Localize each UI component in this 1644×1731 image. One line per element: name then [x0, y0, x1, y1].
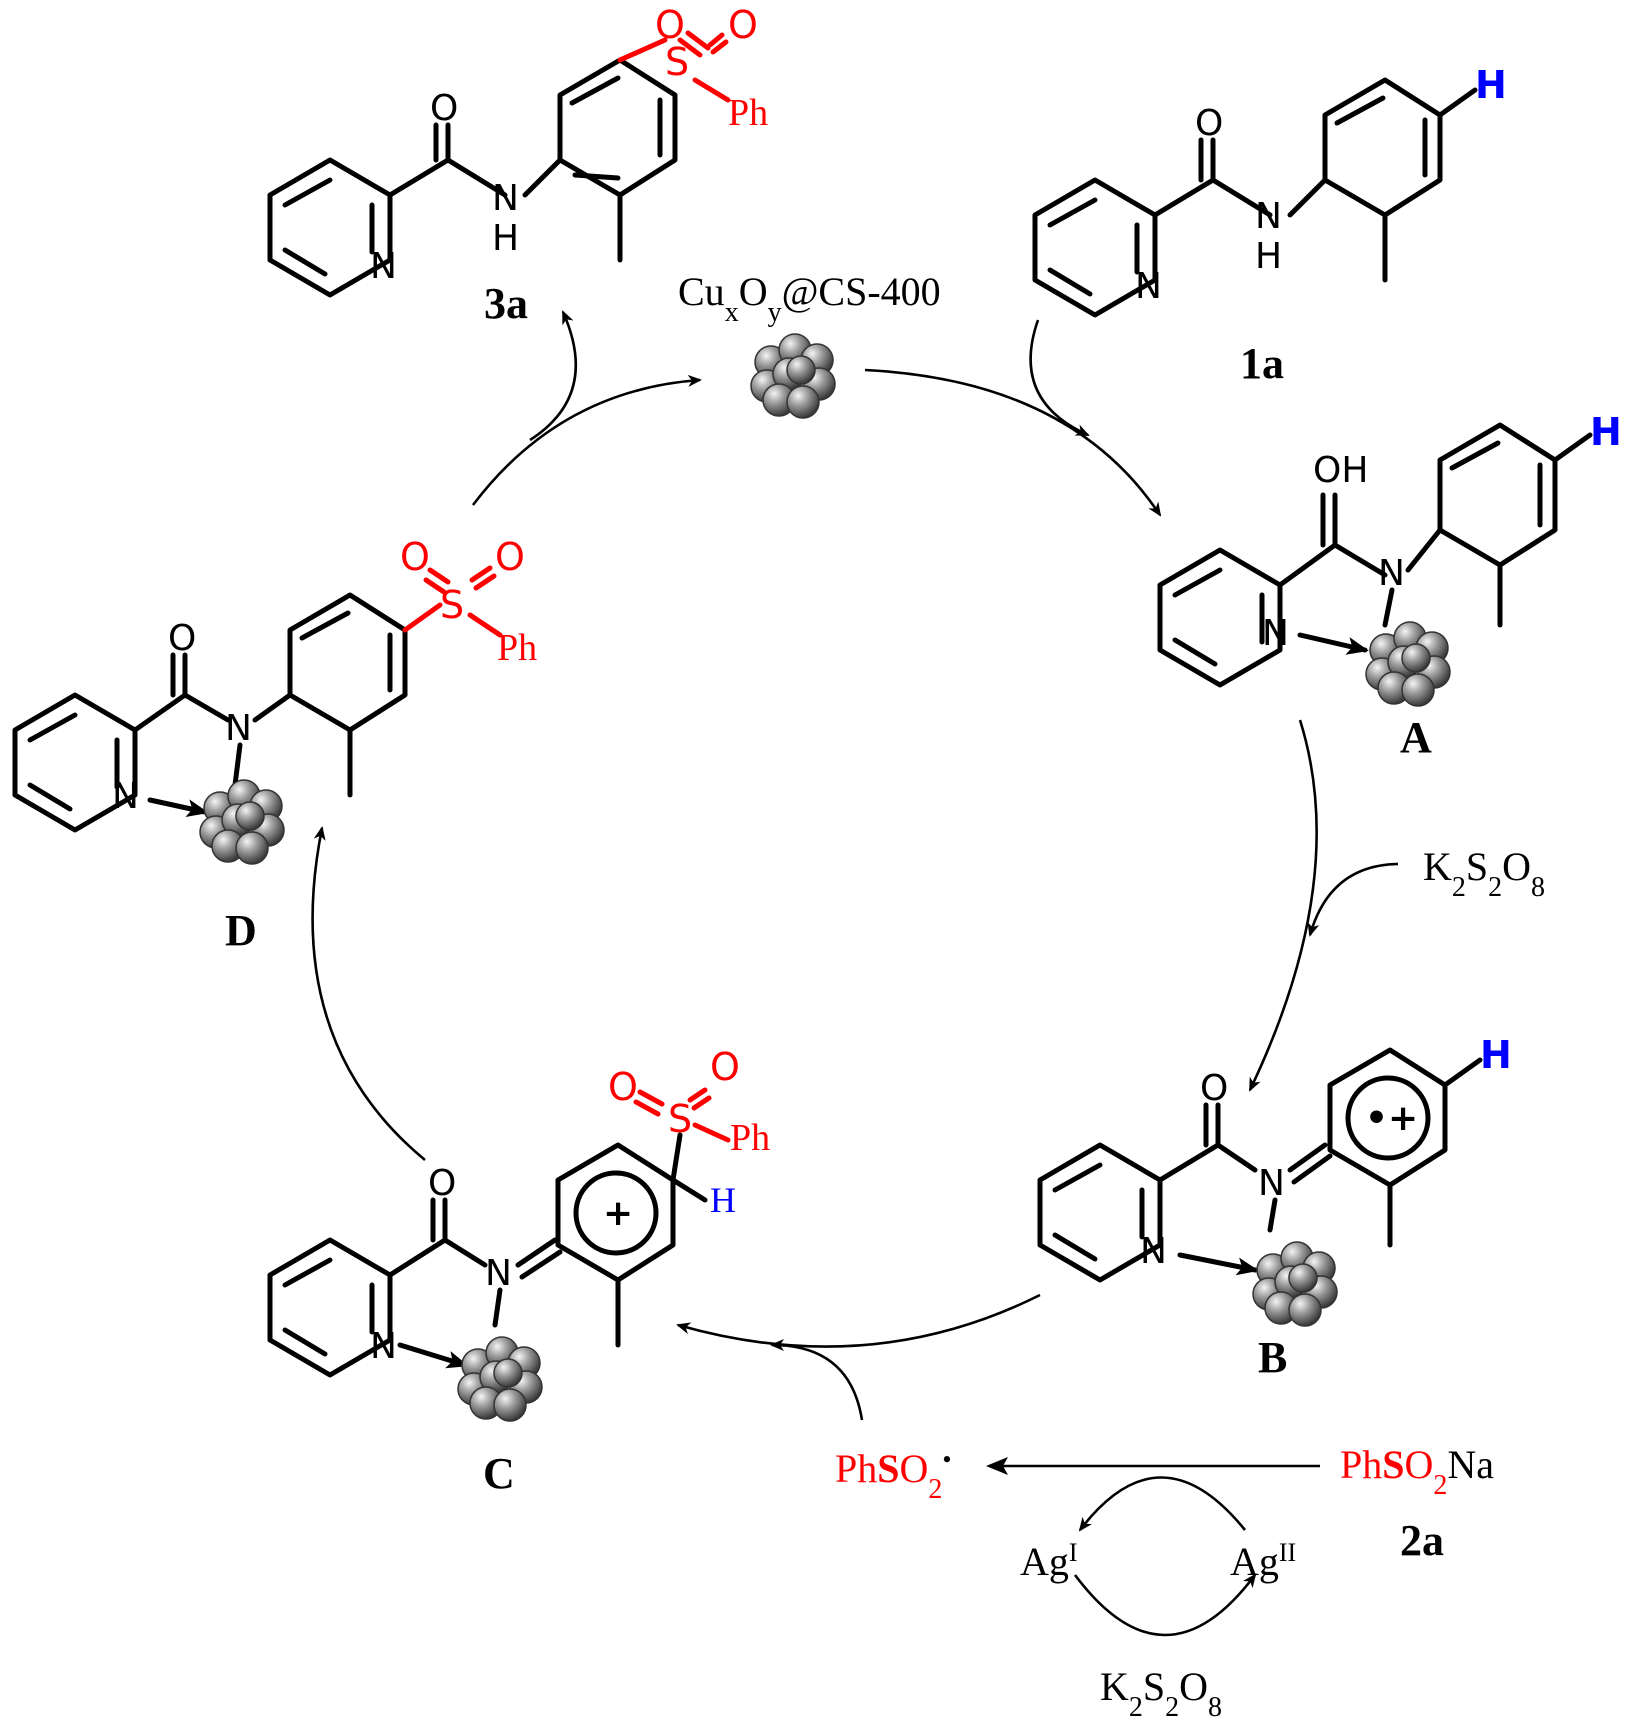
oxidant-top: K2S2O8 — [1423, 844, 1545, 903]
catalyst: CuxOy@CS-400 — [678, 269, 941, 419]
sulfonyl-oxygen-1-D: O — [400, 535, 430, 579]
cycle-arrows — [311, 310, 1399, 1637]
nanoparticle-A-icon — [1365, 621, 1451, 707]
arrow-oxidant-entry — [1307, 862, 1399, 937]
nanoparticle-C-icon — [457, 1336, 543, 1422]
arrow-radical-entry — [770, 1339, 864, 1421]
pyridine-nitrogen-A: N — [1262, 613, 1289, 654]
amide-nitrogen-1a: N — [1255, 196, 1282, 237]
sulfur-C: S — [668, 1097, 692, 1141]
hydroxyl-A: OH — [1313, 450, 1368, 491]
label-1a: 1a — [1240, 339, 1284, 388]
amide-nitrogen-3a: N — [492, 178, 519, 219]
intermediate-A: OH N N H A — [1157, 410, 1622, 762]
intermediate-D: O N N S O O Ph D — [12, 535, 537, 955]
carbonyl-oxygen-B: O — [1200, 1068, 1228, 1109]
carbonyl-oxygen-3a: O — [430, 88, 458, 129]
arrow-B-to-C — [676, 1293, 1041, 1348]
c-h-hydrogen-B: H — [1480, 1033, 1512, 1077]
amide-nitrogen-B: N — [1258, 1163, 1285, 1204]
carbonyl-oxygen-C: O — [428, 1163, 456, 1204]
intermediate-B: O N N •+ H B — [1037, 1033, 1512, 1382]
amide-hydrogen-3a: H — [492, 218, 519, 259]
pyridine-nitrogen-C: N — [370, 1326, 397, 1367]
label-C: C — [483, 1449, 515, 1498]
nanoparticle-B-icon — [1252, 1241, 1338, 1327]
hydrogen-C: H — [710, 1180, 736, 1220]
arrow-D-to-catalyst — [471, 374, 702, 506]
carbonyl-oxygen-1a: O — [1195, 103, 1223, 144]
c-h-hydrogen-1a: H — [1475, 63, 1507, 107]
arrow-A-to-B — [1248, 719, 1318, 1092]
pyridine-nitrogen-1a: N — [1135, 266, 1162, 307]
sulfur-3a: S — [665, 40, 689, 84]
amide-nitrogen-D: N — [225, 708, 252, 749]
label-D: D — [225, 906, 257, 955]
amide-nitrogen-C: N — [485, 1253, 512, 1294]
phenyl-3a: Ph — [728, 92, 768, 134]
sulfonyl-oxygen-2-C: O — [710, 1045, 740, 1089]
sulfonyl-oxygen-2-3a: O — [728, 3, 758, 47]
arrow-ag2-to-ag1 — [1078, 1476, 1247, 1532]
amide-hydrogen-1a: H — [1255, 236, 1282, 277]
phenyl-D: Ph — [497, 627, 537, 669]
sulfonyl-oxygen-2-D: O — [495, 535, 525, 579]
pyridine-nitrogen-3a: N — [370, 246, 397, 287]
phenyl-C: Ph — [730, 1117, 770, 1159]
pyridine-nitrogen-D: N — [112, 776, 139, 817]
arrow-C-to-D — [311, 826, 426, 1162]
sulfonyl-oxygen-1-C: O — [608, 1065, 638, 1109]
c-h-hydrogen-A: H — [1590, 410, 1622, 454]
carbonyl-oxygen-D: O — [168, 618, 196, 659]
sulfonyl-radical: PhSO2• — [835, 1445, 952, 1505]
intermediate-C: O N N + S O O Ph H C — [267, 1045, 770, 1498]
catalyst-label: CuxOy@CS-400 — [678, 269, 941, 328]
arrow-3a-release — [529, 310, 577, 442]
label-2a: 2a — [1400, 1516, 1444, 1565]
silver-II: AgII — [1230, 1538, 1296, 1585]
arrow-catalyst-to-A — [864, 368, 1162, 517]
oxidant-bottom: K2S2O8 — [1100, 1664, 1222, 1723]
label-3a: 3a — [484, 279, 528, 328]
label-B: B — [1258, 1333, 1287, 1382]
silver-I: AgI — [1020, 1538, 1078, 1585]
compound-1a: O N N H H 1a — [1032, 63, 1507, 388]
compound-3a: O N N H S O O Ph 3a — [267, 3, 768, 328]
amide-nitrogen-A: N — [1378, 553, 1405, 594]
sulfinate-reagent: PhSO2Na — [1340, 1442, 1494, 1501]
label-A: A — [1400, 713, 1432, 762]
cation-C: + — [603, 1193, 633, 1234]
arrow-ag1-to-ag2 — [1073, 1573, 1257, 1637]
pyridine-nitrogen-B: N — [1140, 1231, 1167, 1272]
radical-cation-B: •+ — [1365, 1098, 1418, 1139]
nanoparticle-D-icon — [199, 779, 285, 865]
catalyst-nanoparticle-icon — [750, 333, 836, 419]
arrow-1a-entry — [1029, 319, 1090, 437]
